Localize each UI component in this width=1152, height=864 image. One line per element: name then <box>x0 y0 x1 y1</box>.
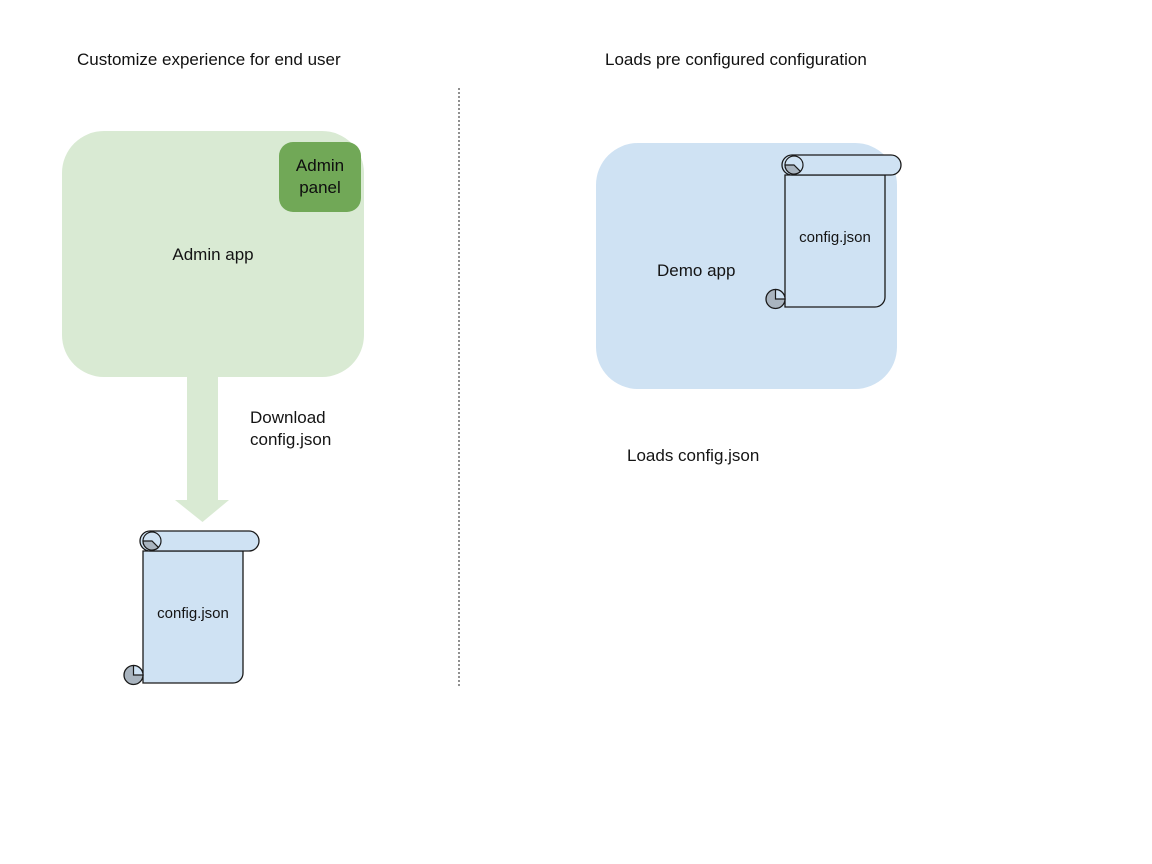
scroll-body <box>142 550 244 684</box>
left-section-title: Customize experience for end user <box>77 50 341 69</box>
scroll-top-roll <box>781 154 902 176</box>
scroll-bottom-curl-notch <box>132 664 144 676</box>
loads-caption: Loads config.json <box>627 446 760 465</box>
scroll-body <box>784 174 886 308</box>
admin-panel-label: Admin panel <box>295 156 345 197</box>
scroll-bottom-curl-notch <box>774 288 786 300</box>
download-arrow-icon <box>175 376 229 522</box>
download-caption: Download config.json <box>250 408 332 449</box>
section-divider-line <box>458 88 460 686</box>
arrow-shape <box>175 376 229 522</box>
right-section-title: Loads pre configured configuration <box>605 50 867 69</box>
scroll-top-curl-notch <box>784 164 802 175</box>
scroll-top-curl-notch <box>142 540 160 551</box>
admin-panel-box: Admin panel <box>279 142 361 212</box>
config-json-scroll-right: config.json <box>765 154 902 310</box>
demo-app-label: Demo app <box>657 261 736 280</box>
admin-app-box: Admin app Admin panel <box>62 131 364 377</box>
scroll-top-roll <box>139 530 260 552</box>
config-json-label-right: config.json <box>799 229 871 246</box>
admin-app-label: Admin app <box>172 244 254 264</box>
config-json-label-left: config.json <box>157 605 229 622</box>
config-json-scroll-left: config.json <box>123 530 260 686</box>
